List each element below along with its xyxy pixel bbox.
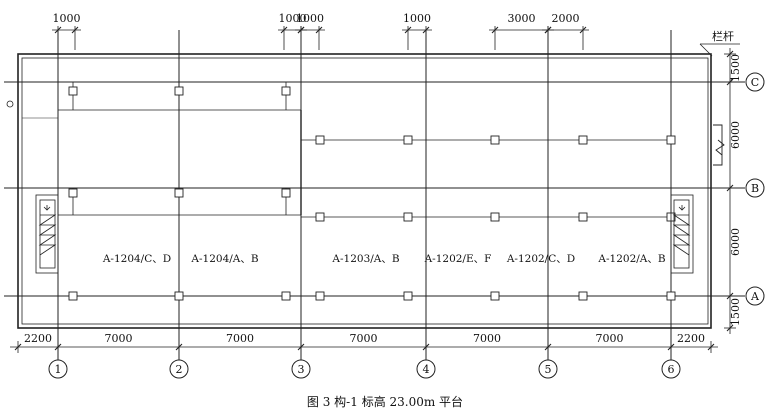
right-dimension-label: 6000 [729, 121, 742, 149]
axis-bubbles: 1 2 3 4 5 6 C B A [48, 72, 765, 379]
bottom-dimension-label: 2200 [24, 332, 52, 345]
axis-number: 2 [176, 363, 183, 376]
right-dimension-label: 6000 [729, 228, 742, 256]
column-marker [403, 135, 413, 145]
slab-outline [17, 53, 712, 329]
railing-callout: 栏杆 [699, 29, 740, 57]
column-marker [490, 291, 500, 301]
column-marker [68, 86, 78, 96]
bottom-dimension-label: 2200 [677, 332, 705, 345]
column-marker [68, 188, 78, 198]
zone-label: A-1204/C、D [102, 253, 171, 265]
axis-bubble [169, 359, 189, 379]
column-marker [403, 212, 413, 222]
axis-bubble [416, 359, 436, 379]
axis-bubble [291, 359, 311, 379]
column-marker [666, 135, 676, 145]
zone-label: A-1202/A、B [597, 253, 665, 265]
axis-number: 6 [668, 363, 675, 376]
axis-bubble [661, 359, 681, 379]
bottom-dimension-label: 7000 [350, 332, 378, 345]
column-marker [490, 135, 500, 145]
bottom-dimension-label: 7000 [226, 332, 254, 345]
column-marker [174, 86, 184, 96]
axis-number: 3 [298, 363, 305, 376]
column-marker [174, 188, 184, 198]
column-marker [174, 291, 184, 301]
column-marker [666, 291, 676, 301]
small-circle-icon [6, 100, 14, 108]
top-dimension-label: 1000 [296, 12, 324, 25]
column-marker [315, 135, 325, 145]
axis-letter: C [751, 76, 759, 89]
figure-caption: 图 3 构-1 标高 23.00m 平台 [307, 394, 463, 409]
axis-number: 1 [55, 363, 62, 376]
bottom-dimension-label: 7000 [473, 332, 501, 345]
top-dimension-label: 1000 [279, 12, 307, 25]
axis-number: 4 [423, 363, 430, 376]
zone-label: A-1202/C、D [506, 253, 575, 265]
column-marker [578, 291, 588, 301]
stair-right [670, 194, 694, 274]
top-dimension-label: 1000 [403, 12, 431, 25]
axis-bubble [745, 286, 765, 306]
axis-letter: B [751, 182, 759, 195]
zone-label: A-1203/A、B [331, 253, 399, 265]
right-dimension-chain: 1500 6000 6000 1500 [724, 48, 742, 334]
column-marker [281, 291, 291, 301]
axis-number: 5 [545, 363, 552, 376]
column-marker [315, 291, 325, 301]
zone-label: A-1204/A、B [190, 253, 258, 265]
axis-bubble [745, 72, 765, 92]
zone-labels: A-1204/C、D A-1204/A、B A-1203/A、B A-1202/E、F… [102, 253, 666, 265]
column-marker [578, 212, 588, 222]
column-marker [578, 135, 588, 145]
column-markers [68, 86, 676, 301]
top-dimension-label: 2000 [552, 12, 580, 25]
column-marker [281, 86, 291, 96]
right-dimension-label: 1500 [729, 54, 742, 82]
column-marker [68, 291, 78, 301]
grid-lines [4, 30, 745, 362]
bottom-dimension-chain: 2200 7000 7000 7000 7000 7000 2200 [10, 332, 718, 353]
axis-letter: A [750, 290, 760, 303]
axis-bubble [48, 359, 68, 379]
axis-bubble [745, 178, 765, 198]
axis-bubble [538, 359, 558, 379]
zone-label: A-1202/E、F [424, 253, 492, 265]
right-dimension-label: 1500 [729, 298, 742, 326]
bottom-dimension-label: 7000 [105, 332, 133, 345]
top-dimension-label: 1000 [53, 12, 81, 25]
bottom-dimension-label: 7000 [596, 332, 624, 345]
top-dimension-label: 3000 [508, 12, 536, 25]
column-marker [403, 291, 413, 301]
railing-label: 栏杆 [712, 29, 734, 43]
column-marker [315, 212, 325, 222]
railing-break [710, 60, 725, 320]
column-marker [490, 212, 500, 222]
stair-left [35, 194, 59, 274]
column-marker [281, 188, 291, 198]
